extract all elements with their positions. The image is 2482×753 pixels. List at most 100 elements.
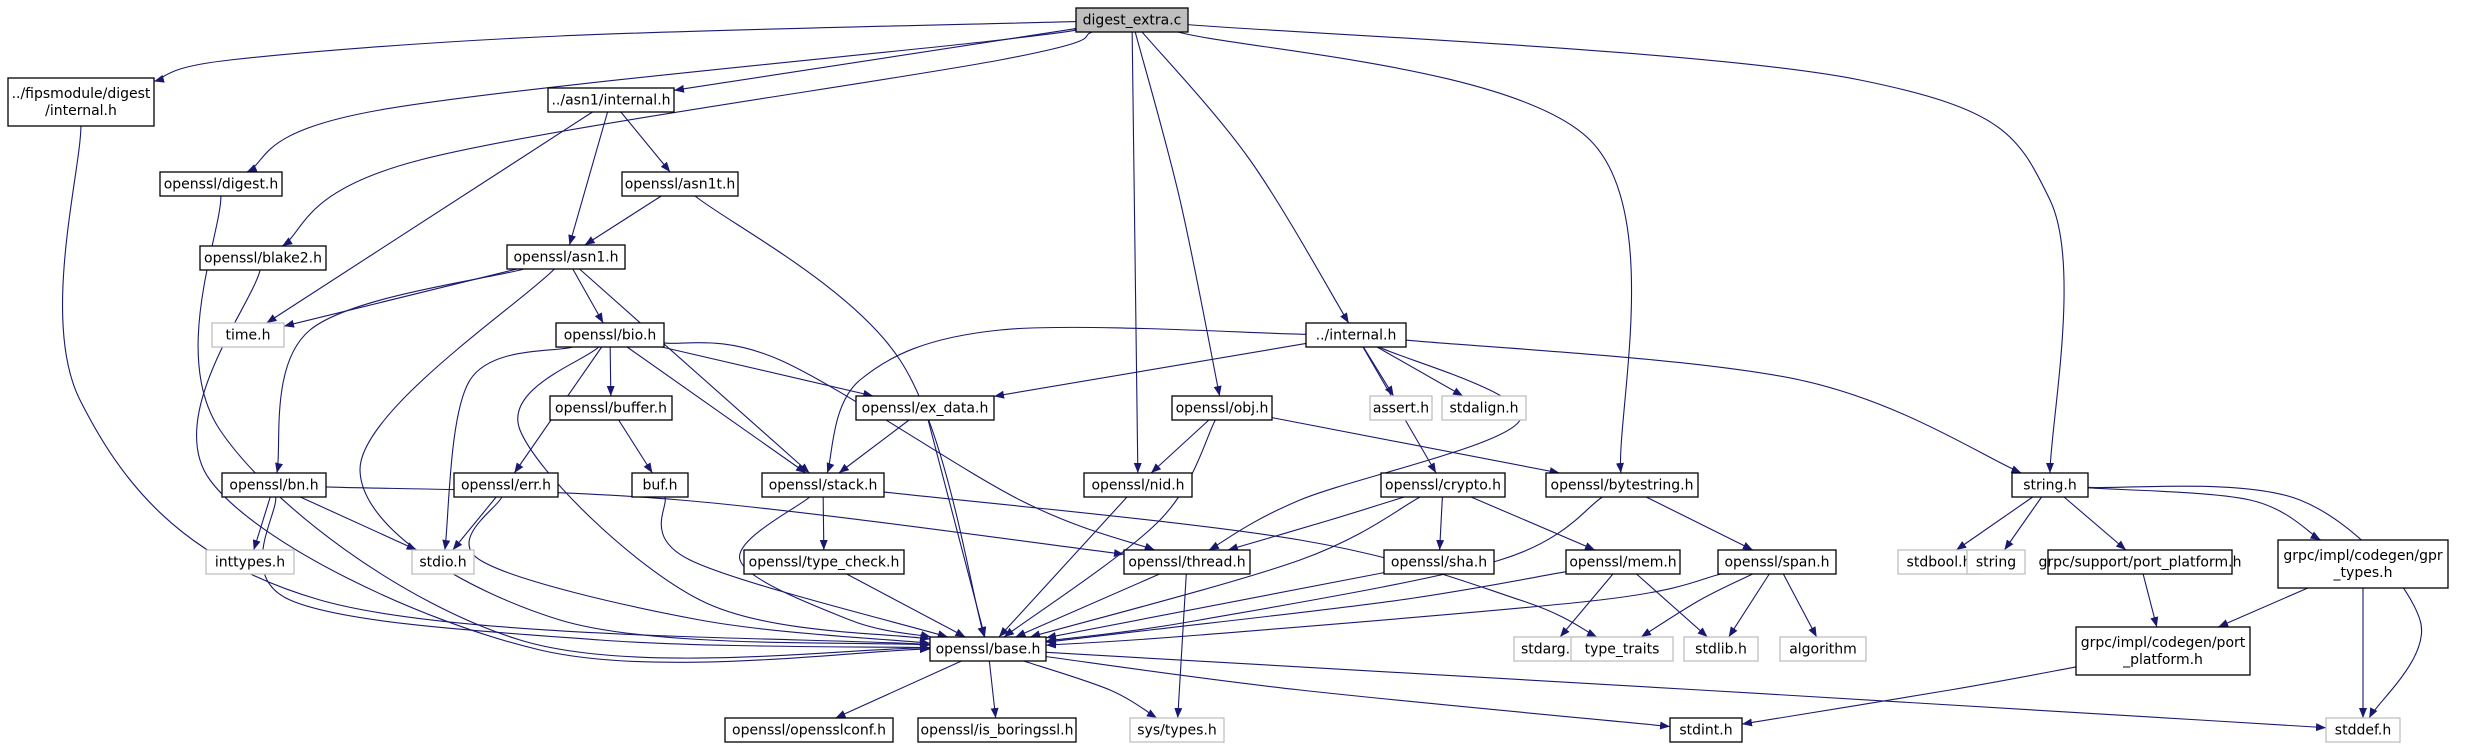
node-internal[interactable]: ../internal.h: [1305, 322, 1407, 348]
node-bio[interactable]: openssl/bio.h: [555, 322, 665, 348]
node-label: openssl/asn1.h: [513, 250, 618, 266]
node-label: openssl/asn1t.h: [625, 177, 736, 193]
node-box: [1305, 322, 1407, 348]
node-box: [917, 717, 1077, 743]
node-fips[interactable]: ../fipsmodule/digest/internal.h: [7, 77, 155, 127]
edge-obj-to-base: [1003, 419, 1216, 638]
node-box: [1123, 549, 1251, 575]
edge-thread-to-base: [1015, 573, 1160, 638]
edge-bn-to-inttypes: [252, 496, 271, 551]
node-root[interactable]: digest_extra.c: [1075, 7, 1189, 33]
node-algorithm: algorithm: [1779, 636, 1867, 662]
node-gprtypes[interactable]: grpc/impl/codegen/gpr_types.h: [2277, 539, 2449, 589]
node-digest[interactable]: openssl/digest.h: [159, 171, 283, 197]
edge-span-to-typetraits: [1640, 573, 1753, 638]
node-asn1int[interactable]: ../asn1/internal.h: [547, 87, 675, 113]
edge-gprtypes-to-codegenport: [2217, 587, 2309, 628]
edge-stack-to-base: [739, 496, 932, 639]
node-box: [724, 717, 894, 743]
edge-mem-to-base: [1045, 571, 1567, 646]
node-bn[interactable]: openssl/bn.h: [221, 472, 327, 498]
node-stdint[interactable]: stdint.h: [1669, 717, 1743, 743]
edge-line: [618, 419, 653, 474]
edge-line: [1187, 24, 2065, 474]
node-portplat[interactable]: grpc/support/port_platform.h: [2039, 549, 2242, 575]
edge-line: [1271, 417, 1560, 476]
edge-line: [1208, 346, 1522, 551]
node-bytestring[interactable]: openssl/bytestring.h: [1545, 472, 1699, 498]
edge-line: [2087, 487, 2321, 541]
edge-err-to-base: [468, 496, 931, 647]
edge-line: [300, 496, 417, 551]
node-box: [1570, 636, 1674, 662]
node-box: [1565, 549, 1681, 575]
node-box: [631, 472, 689, 498]
node-blake2[interactable]: openssl/blake2.h: [199, 245, 327, 271]
edge-line: [468, 496, 931, 647]
node-box: [2047, 549, 2233, 575]
node-label: grpc/impl/codegen/port: [2081, 635, 2246, 651]
node-crypto[interactable]: openssl/crypto.h: [1380, 472, 1506, 498]
node-box: [1369, 395, 1433, 421]
edge-line: [606, 346, 615, 397]
node-label: grpc/support/port_platform.h: [2039, 555, 2242, 571]
edge-line: [579, 268, 810, 474]
edge-root-to-nid: [1131, 31, 1142, 474]
node-box: [1966, 549, 2026, 575]
node-box: [159, 171, 283, 197]
node-span[interactable]: openssl/span.h: [1717, 549, 1837, 575]
node-asn1[interactable]: openssl/asn1.h: [506, 244, 626, 270]
node-label: openssl/digest.h: [164, 177, 279, 193]
node-box: [506, 244, 626, 270]
node-stack[interactable]: openssl/stack.h: [761, 472, 885, 498]
edge-line: [2063, 496, 2127, 551]
edge-line: [452, 496, 497, 551]
node-label: ../internal.h: [1316, 328, 1397, 344]
node-label: string.h: [2023, 478, 2077, 494]
edge-string-to-stddef: [2087, 485, 2423, 719]
node-exdata[interactable]: openssl/ex_data.h: [855, 395, 995, 421]
node-label: stdalign.h: [1449, 401, 1518, 417]
edge-buffer-to-buf: [618, 419, 653, 474]
node-label: stddef.h: [2335, 723, 2391, 739]
node-buffer[interactable]: openssl/buffer.h: [549, 395, 673, 421]
node-buf[interactable]: buf.h: [631, 472, 689, 498]
node-isboring[interactable]: openssl/is_boringssl.h: [917, 717, 1077, 743]
node-base[interactable]: openssl/base.h: [929, 636, 1047, 662]
node-asn1t[interactable]: openssl/asn1t.h: [621, 171, 739, 197]
edge-line: [819, 496, 828, 551]
node-label: openssl/blake2.h: [204, 251, 322, 267]
edge-line: [1131, 31, 1142, 474]
node-box: [411, 549, 475, 575]
node-label: openssl/bio.h: [564, 328, 657, 344]
node-string[interactable]: string.h: [2011, 472, 2089, 498]
node-box: [855, 395, 995, 421]
node-label: grpc/impl/codegen/gpr: [2283, 548, 2443, 564]
node-thread[interactable]: openssl/thread.h: [1123, 549, 1251, 575]
node-box: [1129, 717, 1225, 743]
edge-stack-to-typecheck: [819, 496, 828, 551]
node-box: [2011, 472, 2089, 498]
node-stdalign: stdalign.h: [1441, 395, 1527, 421]
node-box: [1383, 549, 1495, 575]
node-time: time.h: [211, 322, 285, 348]
node-sha[interactable]: openssl/sha.h: [1383, 549, 1495, 575]
edge-bytestring-to-base: [1045, 496, 1603, 644]
node-label: openssl/crypto.h: [1385, 478, 1501, 494]
edge-root-to-bytestring: [1177, 31, 1633, 474]
node-codegenport[interactable]: grpc/impl/codegen/port_platform.h: [2075, 626, 2251, 676]
node-label: buf.h: [643, 478, 678, 494]
node-label: openssl/span.h: [1724, 555, 1829, 571]
edge-asn1-to-bn: [275, 268, 525, 474]
node-mem[interactable]: openssl/mem.h: [1565, 549, 1681, 575]
node-obj[interactable]: openssl/obj.h: [1171, 395, 1273, 421]
edge-root-to-obj: [1134, 31, 1222, 397]
edge-obj-to-bytestring: [1271, 417, 1560, 476]
node-nid[interactable]: openssl/nid.h: [1083, 472, 1193, 498]
node-label: openssl/stack.h: [769, 478, 878, 494]
edge-line: [568, 111, 609, 246]
node-typecheck[interactable]: openssl/type_check.h: [743, 549, 905, 575]
node-opensslconf[interactable]: openssl/opensslconf.h: [724, 717, 894, 743]
node-err[interactable]: openssl/err.h: [453, 472, 559, 498]
